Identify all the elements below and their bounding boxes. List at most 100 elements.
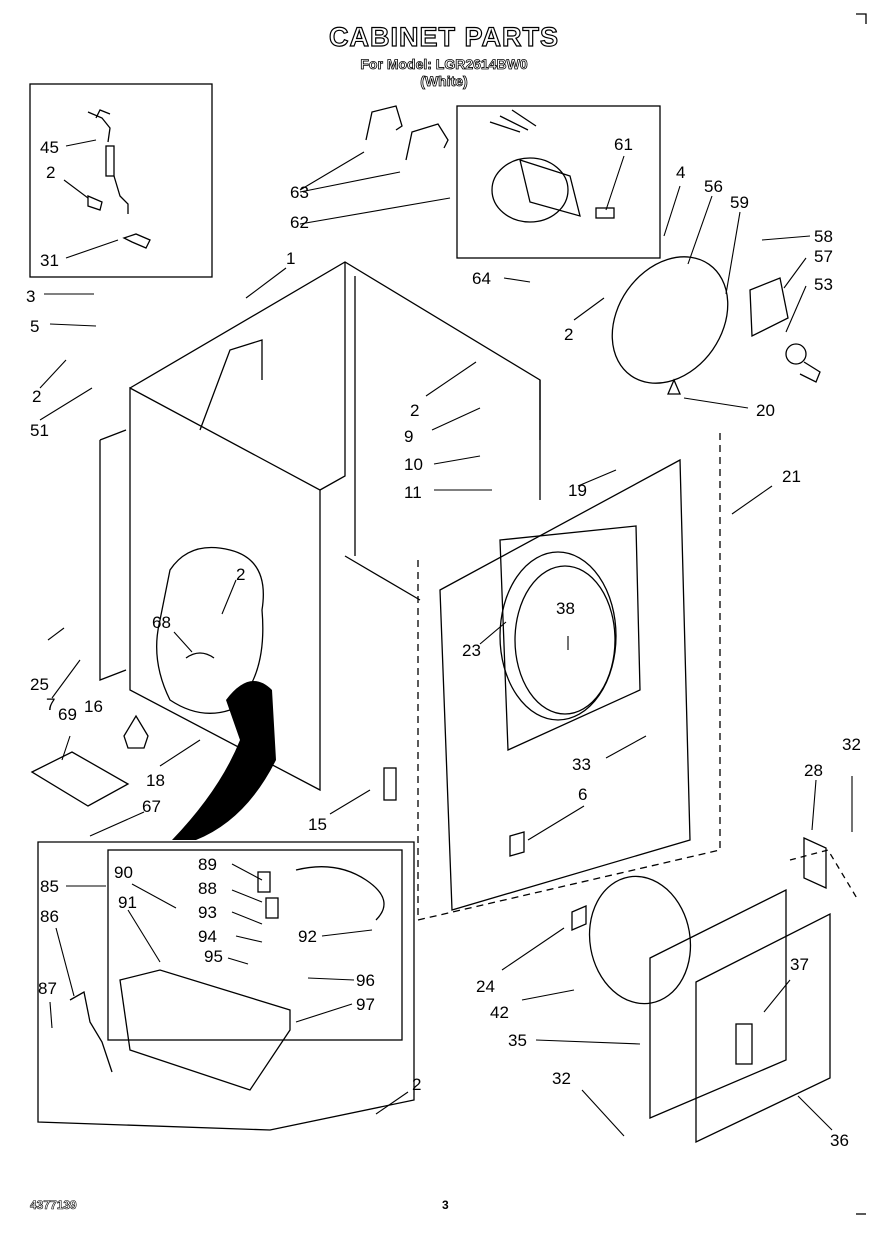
callout-85: 85	[40, 877, 59, 896]
callout-3: 3	[26, 287, 35, 306]
model-color: (White)	[420, 73, 468, 90]
door-catch	[571, 905, 587, 931]
motor-body	[491, 157, 569, 223]
callout-88: 88	[198, 879, 217, 898]
callout-68: 68	[152, 613, 171, 632]
inset-box-wiring	[29, 83, 213, 278]
callout-23: 23	[462, 641, 481, 660]
leveling-foot	[123, 714, 149, 749]
callout-53: 53	[814, 275, 833, 294]
callout-18: 18	[146, 771, 165, 790]
rail-part	[365, 105, 403, 141]
motor-box	[456, 105, 661, 259]
callout-2f: 2	[412, 1075, 421, 1094]
callout-57: 57	[814, 247, 833, 266]
cabinet-rear-panel	[99, 429, 127, 681]
callout-63: 63	[290, 183, 309, 202]
detail-cutout	[156, 546, 264, 714]
foot-pad	[30, 751, 130, 807]
outer-door-panel	[695, 912, 831, 1144]
callout-35: 35	[508, 1031, 527, 1050]
callout-87: 87	[38, 979, 57, 998]
callout-56: 56	[704, 177, 723, 196]
callout-2d: 2	[410, 401, 419, 420]
callout-labels: 45 2 31 3 5 2 51 1 63 62 61 4 56 59 58 5…	[26, 135, 861, 1150]
callout-28: 28	[804, 761, 823, 780]
callout-38: 38	[556, 599, 575, 618]
callout-2b: 2	[32, 387, 41, 406]
callout-24: 24	[476, 977, 495, 996]
door-hinge	[803, 836, 827, 890]
callout-67: 67	[142, 797, 161, 816]
cabinet-edge	[319, 262, 346, 491]
callout-37: 37	[790, 955, 809, 974]
burner-assembly	[119, 969, 291, 1091]
callout-5: 5	[30, 317, 39, 336]
callout-1: 1	[286, 249, 295, 268]
motor-switch	[595, 207, 615, 219]
callout-31: 31	[40, 251, 59, 270]
idler-bracket	[749, 277, 789, 338]
page-title: CABINET PARTS	[328, 21, 559, 52]
clip-part	[122, 233, 151, 249]
valve-coil	[265, 897, 279, 919]
drum-glide	[667, 378, 681, 395]
control-inner-box	[107, 849, 403, 1041]
callout-93: 93	[198, 903, 217, 922]
callout-96: 96	[356, 971, 375, 990]
page-number: 3	[442, 1198, 449, 1212]
callout-61: 61	[614, 135, 633, 154]
cabinet-left-panel	[129, 386, 321, 792]
hose-clamp	[185, 652, 215, 659]
callout-62: 62	[290, 213, 309, 232]
sensor-lead	[113, 175, 129, 214]
callout-86: 86	[40, 907, 59, 926]
model-subtitle: For Model: LGR2614BW0 (White)	[0, 56, 888, 90]
corner-mark	[856, 13, 867, 24]
callout-15: 15	[308, 815, 327, 834]
callout-16: 16	[84, 697, 103, 716]
door-seal	[588, 875, 692, 1005]
document-number: 4377139	[30, 1198, 77, 1213]
callout-33: 33	[572, 755, 591, 774]
control-housing-box	[37, 841, 415, 1131]
flame-sensor-lead	[69, 990, 113, 1073]
callout-91: 91	[118, 893, 137, 912]
exhaust-duct	[172, 681, 276, 840]
callout-59: 59	[730, 193, 749, 212]
callout-4: 4	[676, 163, 685, 182]
front-panel-dashed	[417, 430, 721, 921]
callout-89: 89	[198, 855, 217, 874]
valve-coil	[257, 871, 271, 893]
callout-7: 7	[46, 695, 55, 714]
callout-19: 19	[568, 481, 587, 500]
valve-harness	[295, 866, 385, 921]
drum-seal	[499, 551, 617, 721]
cabinet-bracket	[199, 339, 263, 431]
callout-25: 25	[30, 675, 49, 694]
front-panel	[439, 458, 691, 911]
callout-97: 97	[356, 995, 375, 1014]
motor-frame	[519, 159, 581, 217]
door-strike-part	[509, 831, 525, 857]
callout-92: 92	[298, 927, 317, 946]
callout-2e: 2	[236, 565, 245, 584]
callout-94: 94	[198, 927, 217, 946]
drum-seal-inner	[514, 565, 616, 715]
screw-part	[87, 195, 103, 211]
callout-42: 42	[490, 1003, 509, 1022]
callout-36: 36	[830, 1131, 849, 1150]
callout-10: 10	[404, 455, 423, 474]
sensor-part	[105, 145, 115, 177]
motor-wires	[489, 109, 537, 133]
callout-2: 2	[46, 163, 55, 182]
wire-harness-part	[87, 109, 111, 143]
inner-door-panel	[649, 888, 787, 1119]
callout-45: 45	[40, 138, 59, 157]
door-handle	[735, 1023, 753, 1065]
idler-arm	[799, 361, 821, 383]
door-switch-part	[383, 767, 397, 801]
callout-32: 32	[842, 735, 861, 754]
callout-64: 64	[472, 269, 491, 288]
